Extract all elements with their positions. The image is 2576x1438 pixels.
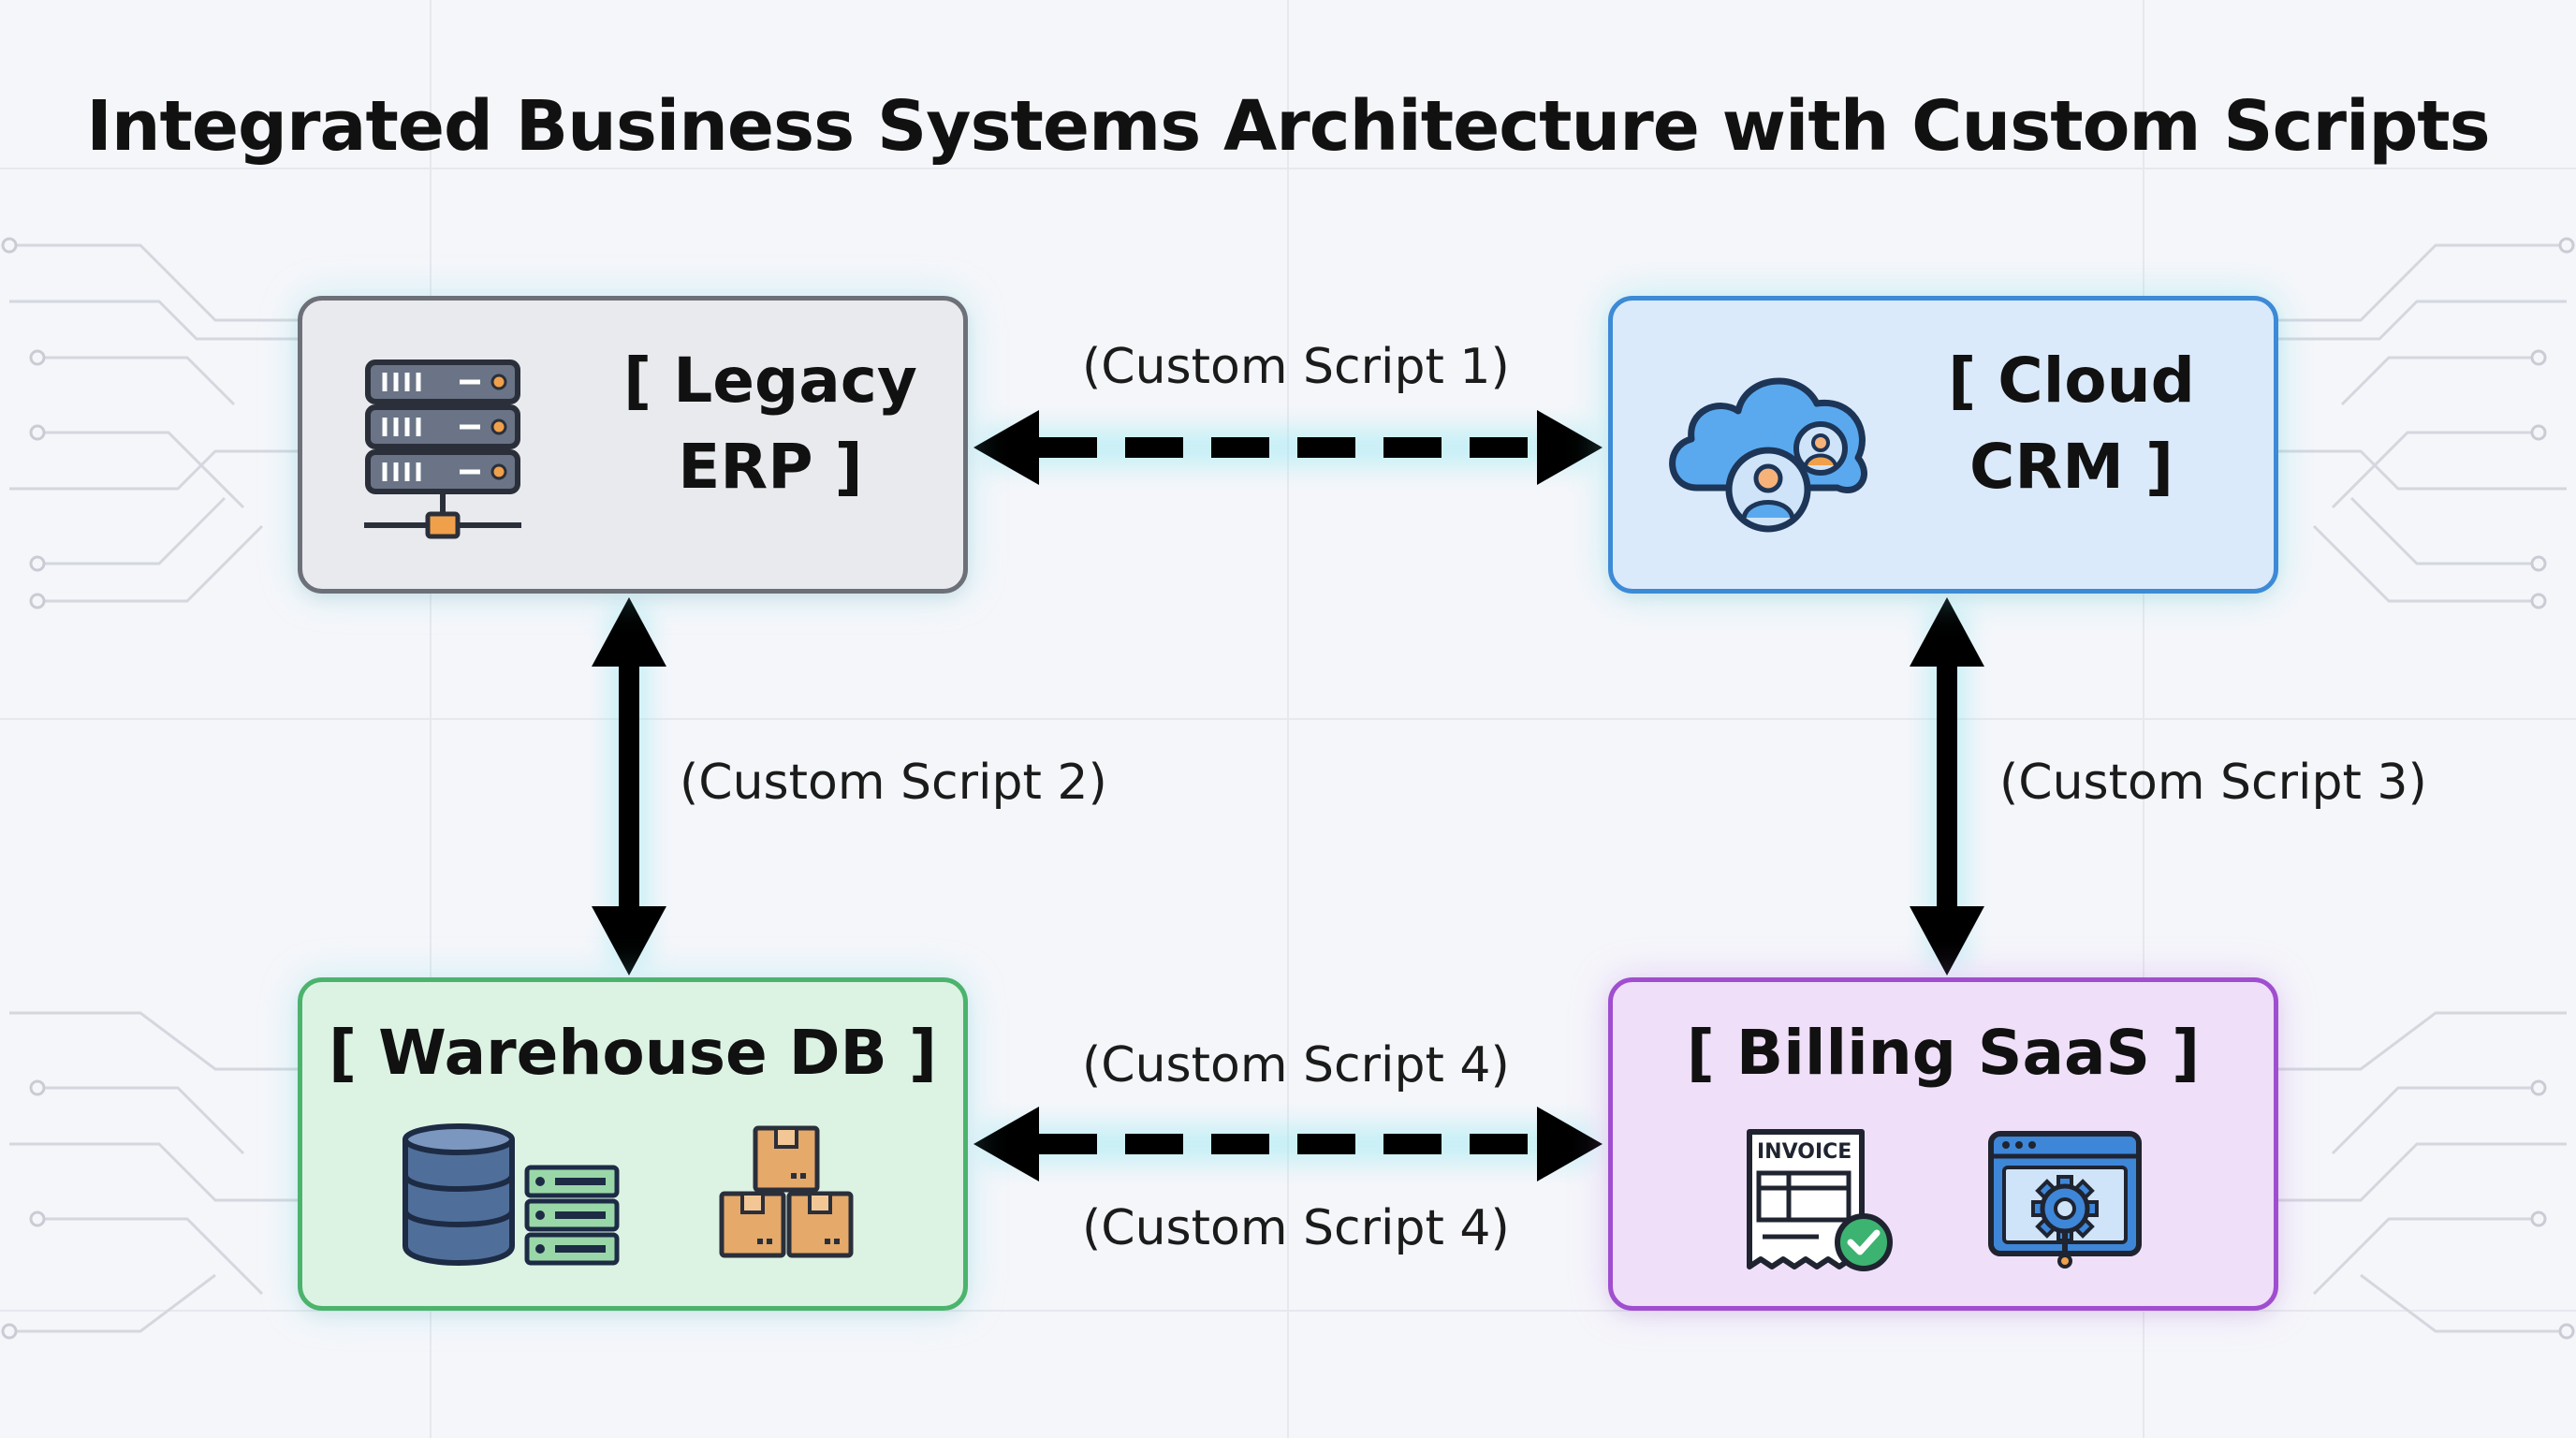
node-label-line-1: [ Legacy — [623, 345, 917, 417]
boxes-icon — [719, 1125, 854, 1258]
arrow-erp-crm — [973, 410, 1603, 485]
invoice-text: INVOICE — [1757, 1140, 1852, 1164]
database-icon — [402, 1123, 620, 1266]
arrow-warehouse-billing — [973, 1107, 1603, 1181]
arrow-erp-warehouse — [592, 597, 666, 976]
cloud-users-icon — [1669, 377, 1867, 533]
connection-label-script-1: (Custom Script 1) — [1082, 339, 1510, 395]
node-label-warehouse-db: [ Warehouse DB ] — [328, 1017, 937, 1089]
node-cloud-crm[interactable]: [ Cloud CRM ] — [1608, 296, 2278, 594]
node-label-cloud-crm: [ Cloud CRM ] — [1875, 338, 2268, 510]
node-label-line-2: ERP ] — [678, 431, 863, 503]
node-label-legacy-erp: [ Legacy ERP ] — [574, 338, 967, 510]
diagram-title: Integrated Business Systems Architecture… — [86, 86, 2490, 167]
settings-window-icon — [1988, 1131, 2142, 1269]
node-label-line-1: [ Cloud — [1948, 345, 2195, 417]
connection-label-script-3: (Custom Script 3) — [1999, 755, 2427, 811]
node-legacy-erp[interactable]: [ Legacy ERP ] — [298, 296, 968, 594]
invoice-icon: INVOICE — [1747, 1129, 1893, 1271]
node-billing-saas[interactable]: [ Billing SaaS ] INVOICE — [1608, 977, 2278, 1311]
server-rack-icon — [364, 360, 521, 539]
arrow-crm-billing — [1910, 597, 1984, 976]
connection-label-script-4-bottom: (Custom Script 4) — [1082, 1200, 1510, 1256]
node-label-billing-saas: [ Billing SaaS ] — [1686, 1017, 2201, 1089]
node-warehouse-db[interactable]: [ Warehouse DB ] — [298, 977, 968, 1311]
node-label-line-2: CRM ] — [1969, 431, 2174, 503]
connection-label-script-2: (Custom Script 2) — [680, 755, 1107, 811]
connection-label-script-4-top: (Custom Script 4) — [1082, 1037, 1510, 1093]
